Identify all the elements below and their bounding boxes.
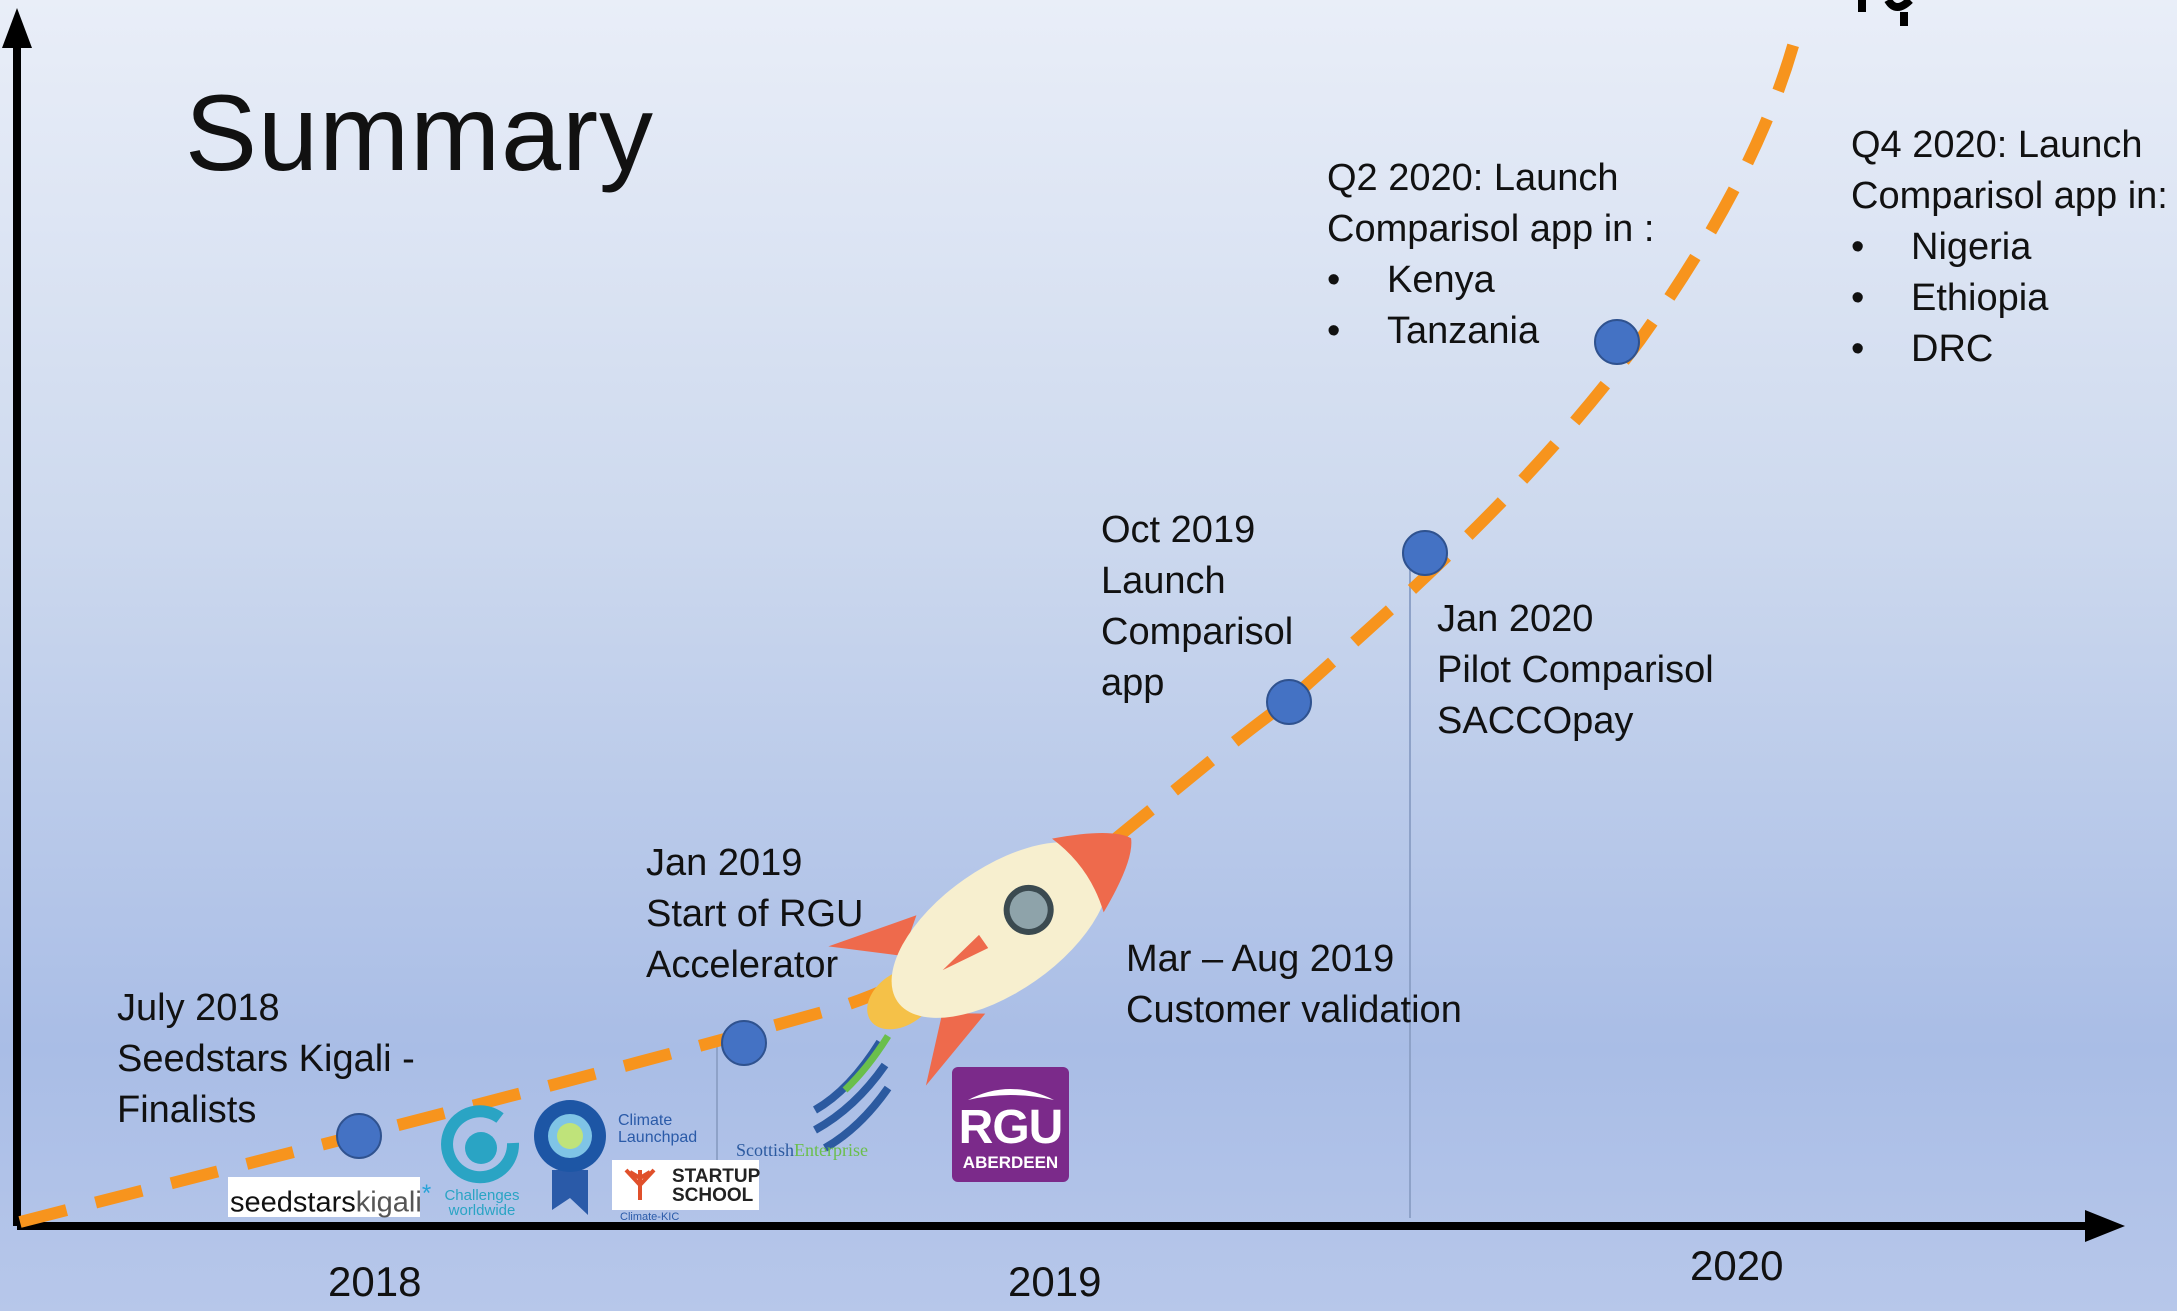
milestone-date: July 2018 [117,987,280,1029]
aberdeen-word: ABERDEEN [962,1153,1059,1172]
milestone-text: Comparisol app in: [1851,175,2168,217]
startup-school-sub: Climate-KIC [620,1211,680,1223]
country-list: Kenya Tanzania [1327,255,1654,357]
country-item: Kenya [1327,255,1654,306]
milestone-text: Start of RGU [646,893,864,935]
milestone-date: Mar – Aug 2019 [1126,938,1395,980]
x-axis-arrow [2085,1210,2125,1242]
milestone-text: Launch [1101,560,1226,602]
launchpad-word: Launchpad [618,1129,698,1146]
milestone-dot-jan-2020 [1402,530,1448,576]
y-axis-arrow [2,8,32,48]
milestone-text: Comparisol [1101,611,1294,653]
milestone-text: Accelerator [646,944,839,986]
year-label-2020: 2020 [1690,1242,1784,1289]
milestone-dot-jan-2019 [721,1020,767,1066]
school-word: SCHOOL [672,1185,754,1206]
country-item: DRC [1851,324,2168,375]
country-item: Ethiopia [1851,273,2168,324]
climate-word: Climate [618,1112,673,1129]
country-item: Tanzania [1327,306,1654,357]
growth-curve [18,18,1806,1228]
year-label-2019: 2019 [1008,1258,1102,1305]
challenges-logo-text: Challenges worldwide [432,1188,532,1218]
scottish-enterprise-logo [812,1034,892,1152]
milestone-text: Seedstars Kigali - [117,1038,415,1080]
country-list: Nigeria Ethiopia DRC [1851,222,2168,375]
enterprise-word: Enterprise [794,1140,868,1160]
milestone-dot-july-2018 [336,1113,382,1159]
climate-launchpad-text: Climate Launchpad [618,1112,697,1146]
year-label-2018: 2018 [328,1258,422,1305]
milestone-date: Oct 2019 [1101,509,1256,551]
country-item: Nigeria [1851,222,2168,273]
seedstars-logo-text: seedstarskigali* [230,1180,431,1220]
milestone-label-jan-2020: Jan 2020 Pilot Comparisol SACCOpay [1437,594,1714,747]
climate-launchpad-logo [534,1100,606,1215]
seedstars-kigali-logo [228,1177,420,1217]
kigali-word: kigali [355,1186,422,1219]
milestone-label-oct-2019: Oct 2019 Launch Comparisol app [1101,505,1293,709]
seedstars-word: seedstars [230,1186,356,1219]
rocket-icon [828,833,1132,1086]
milestone-text: app [1101,662,1165,704]
challenges-word: Challenges [444,1187,520,1204]
challenges-worldwide-logo [441,1105,520,1184]
milestone-date: Jan 2020 [1437,598,1594,640]
milestone-date: Q2 2020: Launch [1327,157,1619,199]
milestone-label-q2-2020: Q2 2020: Launch Comparisol app in : Keny… [1327,153,1654,357]
asterisk-mark: * [421,1180,432,1207]
decorative-corner-icon [1858,0,1913,26]
milestone-label-jan-2019: Jan 2019 Start of RGU Accelerator [646,838,864,991]
milestone-label-mar-aug-2019: Mar – Aug 2019 Customer validation [1126,934,1462,1036]
milestone-date: Q4 2020: Launch [1851,124,2143,166]
scottish-enterprise-text: ScottishEnterprise [736,1140,868,1161]
startup-school-text: STARTUP SCHOOL [672,1167,760,1205]
worldwide-word: worldwide [448,1202,516,1219]
milestone-dot-oct-2019 [1266,679,1312,725]
milestone-text: Comparisol app in : [1327,208,1655,250]
milestone-label-july-2018: July 2018 Seedstars Kigali - Finalists [117,983,415,1136]
scottish-word: Scottish [736,1140,795,1160]
startup-word: STARTUP [672,1166,761,1187]
rgu-word: RGU [958,1101,1064,1154]
milestone-text: Finalists [117,1089,257,1131]
rgu-aberdeen-logo [952,1067,1069,1182]
milestone-date: Jan 2019 [646,842,803,884]
slide-title: Summary [185,72,655,193]
milestone-text: Pilot Comparisol [1437,649,1714,691]
rgu-logo-text: RGU ABERDEEN [952,1103,1069,1173]
milestone-text: SACCOpay [1437,700,1634,742]
milestone-label-q4-2020: Q4 2020: Launch Comparisol app in: Niger… [1851,120,2168,375]
startup-school-logo [612,1160,759,1210]
milestone-text: Customer validation [1126,989,1462,1031]
